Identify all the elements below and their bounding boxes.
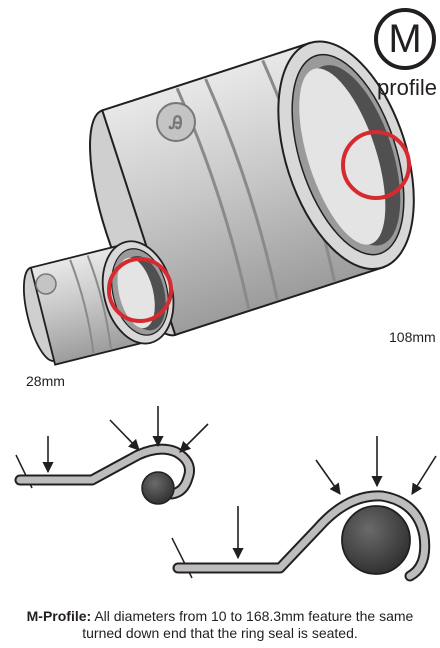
size-label-large: 108mm (389, 329, 436, 345)
pressure-arrow-icon (109, 419, 140, 451)
cross-section-large (171, 436, 437, 582)
cross-section-small (14, 406, 209, 505)
caption-text: All diameters from 10 to 168.3mm feature… (82, 608, 414, 641)
logo-mark-icon: Ꭿ (156, 102, 196, 142)
seal-highlight-small (107, 257, 173, 323)
logo-mark-icon (35, 273, 57, 295)
pressure-arrow-icon (315, 459, 341, 495)
seal-highlight-large (341, 130, 411, 200)
caption-heading: M-Profile: (26, 608, 92, 624)
size-label-small: 28mm (26, 373, 65, 389)
caption: M-Profile: All diameters from 10 to 168.… (10, 608, 430, 642)
profile-badge-letter: M (374, 8, 436, 70)
svg-text:Ꭿ: Ꭿ (168, 113, 182, 133)
profile-badge-word: profile (377, 75, 437, 100)
pressure-arrow-icon (411, 455, 437, 495)
pressure-arrow-icon (179, 423, 209, 453)
